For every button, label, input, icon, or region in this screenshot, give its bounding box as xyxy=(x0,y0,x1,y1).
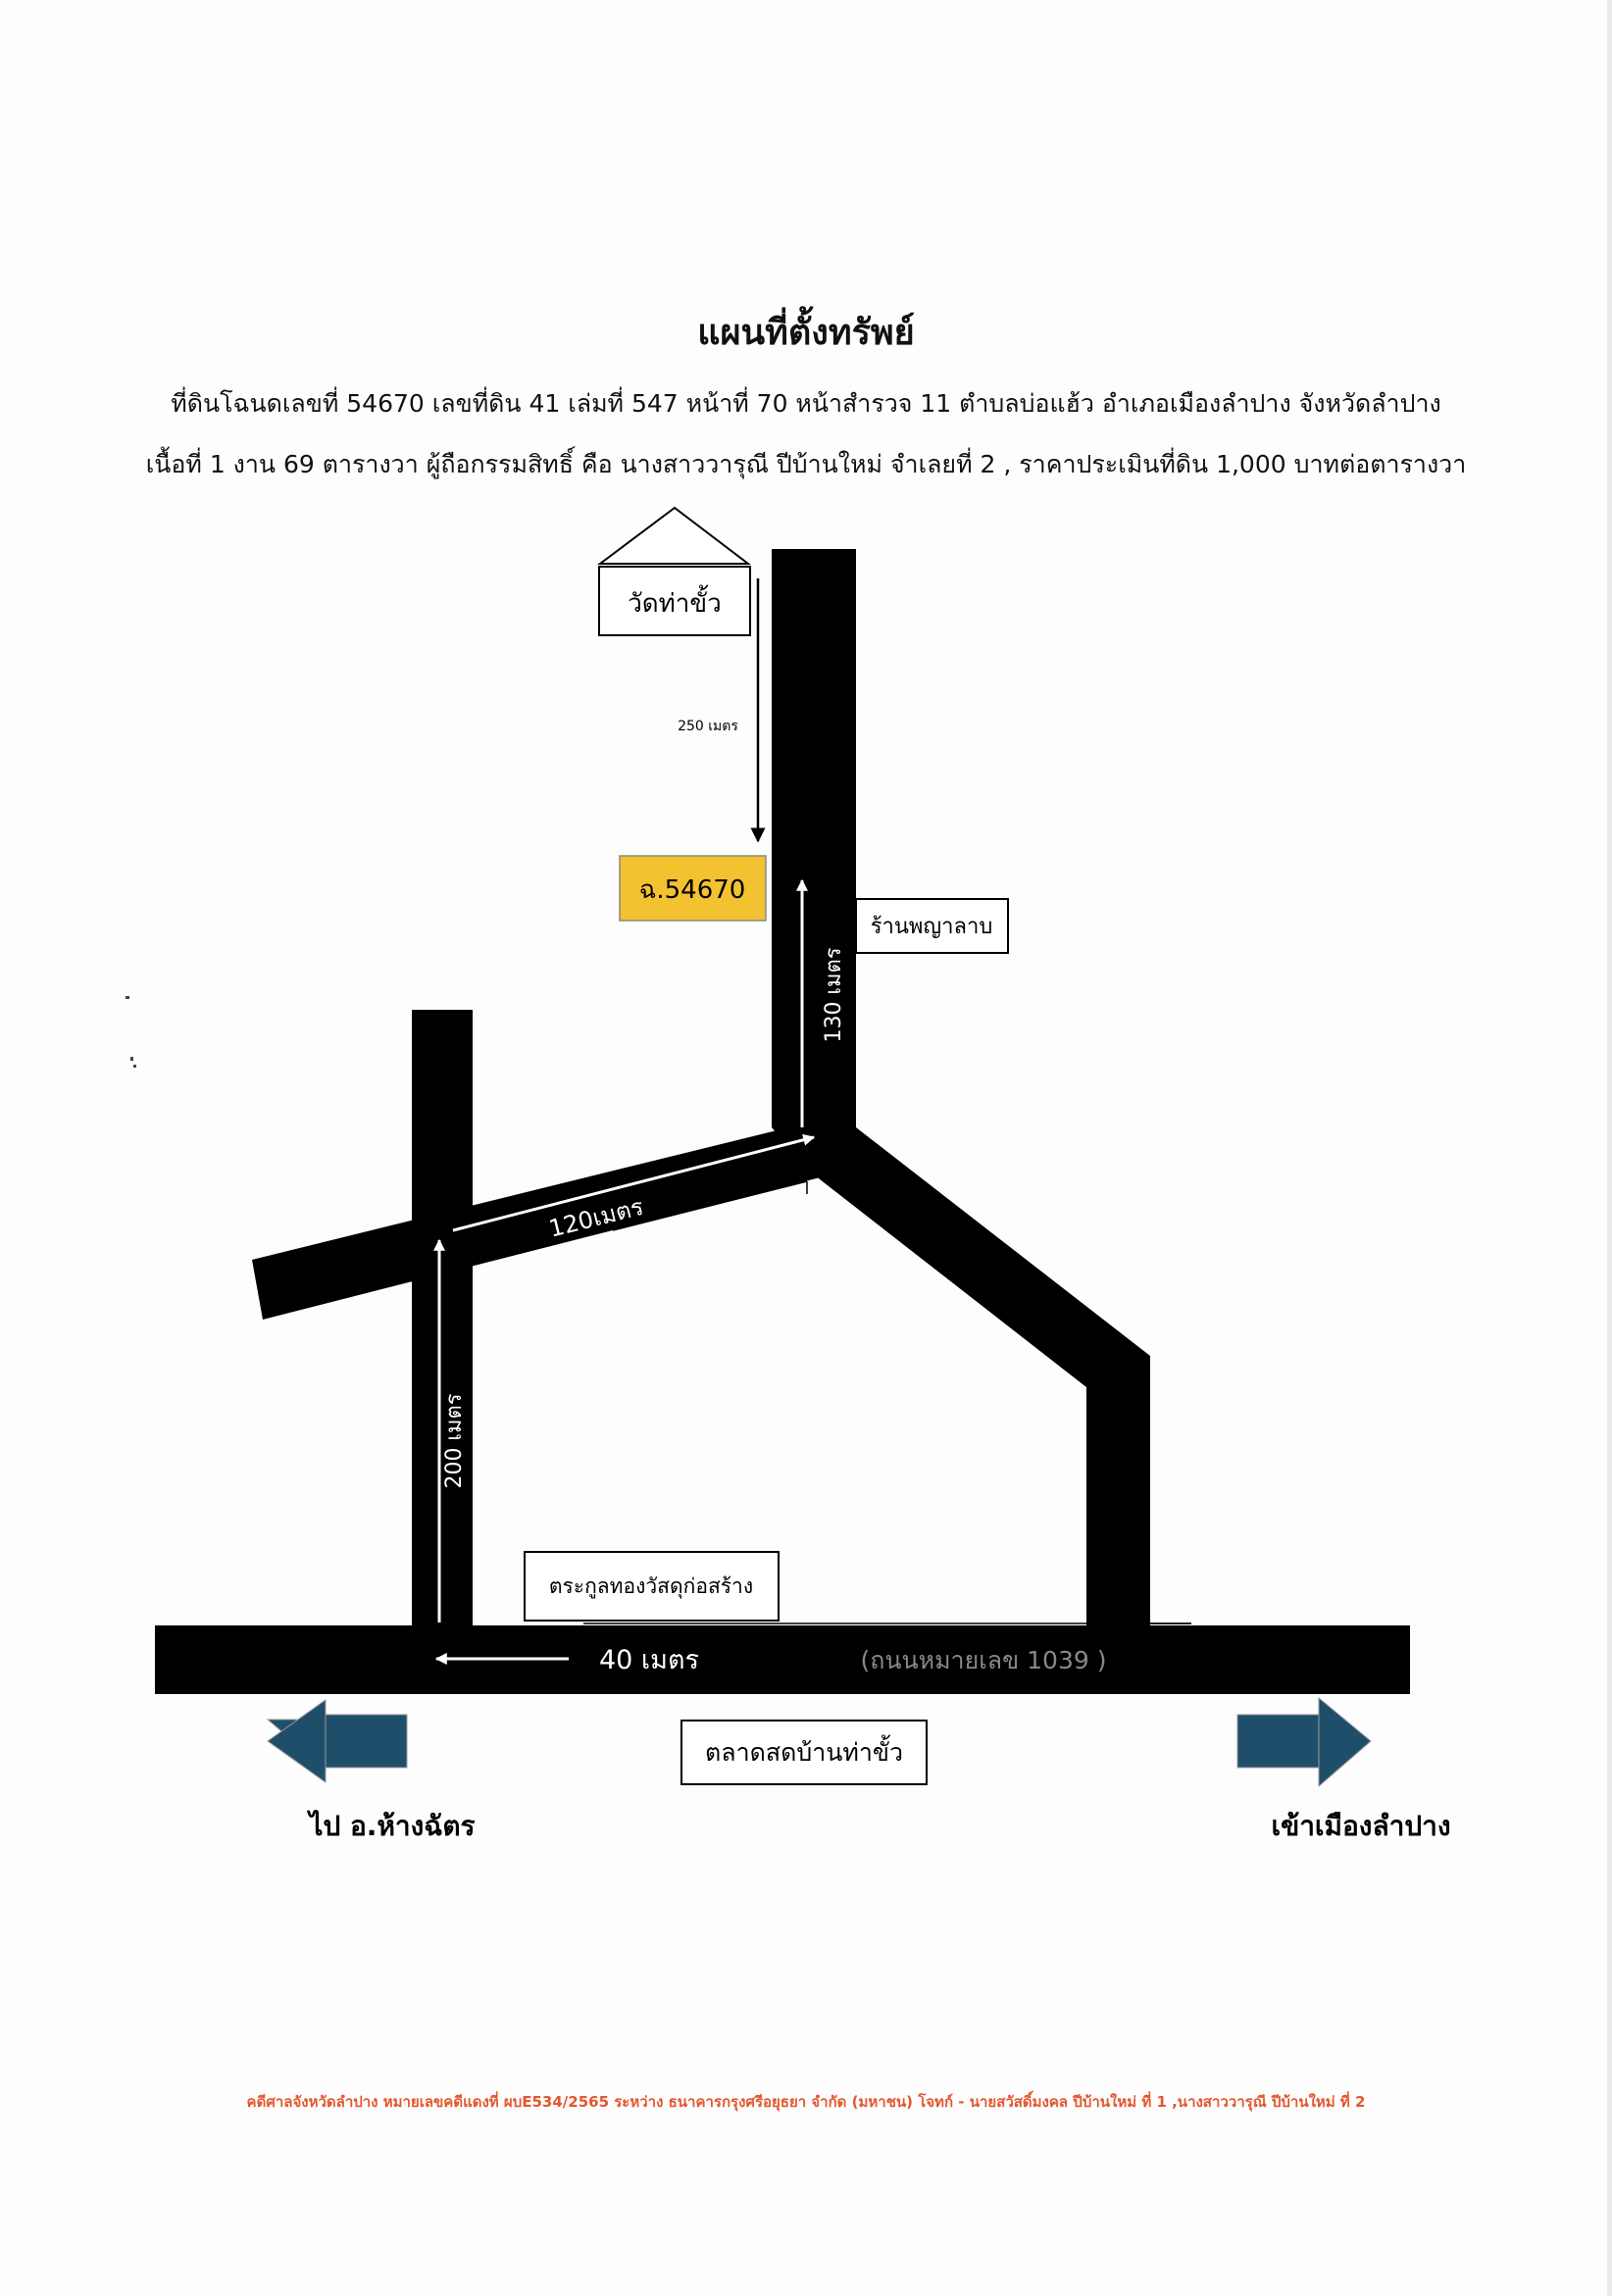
shop-label: ร้านพญาลาบ xyxy=(871,915,993,939)
roads xyxy=(155,549,1410,1694)
road-name-label: (ถนนหมายเลข 1039 ) xyxy=(861,1646,1107,1674)
main-road-1039 xyxy=(155,1625,1410,1694)
route-arrow-120m xyxy=(452,1133,816,1232)
temple-marker: วัดท่าขั้ว xyxy=(597,506,751,636)
market-label: ตลาดสดบ้านท่าขั้ว xyxy=(705,1734,903,1767)
scan-mark xyxy=(126,996,129,999)
left-destination-label: ไป อ.ห้างฉัตร xyxy=(306,1810,475,1842)
temple-distance-label: 250 เมตร xyxy=(678,719,738,734)
road-diagonal-southeast xyxy=(772,1127,1150,1627)
deed-info-line-2: เนื้อที่ 1 งาน 69 ตารางวา ผู้ถือกรรมสิทธ… xyxy=(145,450,1467,478)
temple-label-box xyxy=(598,566,751,636)
parcel-marker: ฉ.54670 xyxy=(619,855,767,922)
distance-40m-label: 40 เมตร xyxy=(599,1645,699,1675)
shop-label-box xyxy=(855,898,1009,954)
deed-info-line-1: ที่ดินโฉนดเลขที่ 54670 เลขที่ดิน 41 เล่ม… xyxy=(171,389,1441,418)
page-title: แผนที่ตั้งทรัพย์ xyxy=(697,313,915,353)
parcel-label: ฉ.54670 xyxy=(639,875,746,905)
hardware-store-label: ตระกูลทองวัสดุก่อสร้าง xyxy=(549,1574,753,1599)
road-north-vertical xyxy=(772,549,856,1127)
market-label-box xyxy=(680,1720,928,1785)
left-direction-arrow-icon xyxy=(267,1699,327,1783)
distance-200m-label: 200 เมตร xyxy=(442,1393,467,1488)
road-west-vertical xyxy=(412,1010,473,1627)
curb-line xyxy=(612,1180,808,1231)
hardware-store-label-box xyxy=(524,1551,780,1622)
distance-130m-label: 130 เมตร xyxy=(822,947,846,1042)
temple-roof-icon xyxy=(597,506,751,565)
temple-label: วัดท่าขั้ว xyxy=(628,584,722,619)
scan-mark xyxy=(130,1057,133,1061)
scan-mark xyxy=(133,1065,136,1068)
parcel-box xyxy=(619,855,767,922)
right-destination-label: เข้าเมืองลำปาง xyxy=(1272,1810,1451,1842)
case-footer-note: คดีศาลจังหวัดลำปาง หมายเลขคดีแดงที่ ผบE5… xyxy=(246,2093,1366,2111)
right-direction-arrow-icon xyxy=(1318,1696,1372,1788)
right-direction-arrow-icon xyxy=(1236,1714,1325,1769)
page-edge xyxy=(1607,0,1612,2296)
